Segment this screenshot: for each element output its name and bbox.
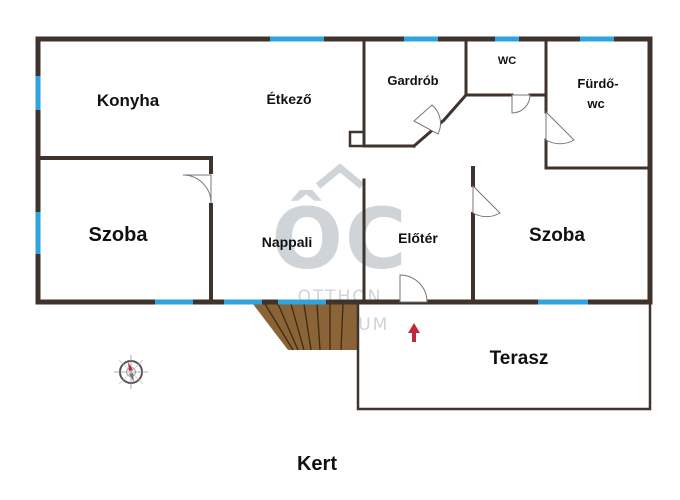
wall-gardrob [362,37,416,148]
compass-icon [114,355,148,389]
label-szoba-left: Szoba [89,224,149,246]
door-szoba-right [472,184,501,218]
label-kert: Kert [297,453,337,475]
stairs [253,303,358,351]
terrace-outline [356,300,652,411]
wall-szoba-left [36,156,213,174]
door-eloter [399,274,428,303]
label-eloter: Előtér [398,230,438,246]
entrance-arrow-icon [408,323,420,342]
label-etkezo: Étkező [266,91,311,107]
door-gardrob [413,104,441,135]
watermark-roof-icon [315,163,365,189]
label-furdo-line2: wc [586,96,604,111]
label-szoba-right: Szoba [529,225,585,246]
label-furdo-line1: Fürdő- [577,76,618,91]
wall-wc [464,37,514,97]
label-gardrob: Gardrób [387,73,438,88]
windows [35,36,614,305]
watermark-logo: ÔC [271,190,408,288]
wall-gardrob-diagonal [411,92,469,149]
label-terasz: Terasz [490,348,549,369]
chimney [348,130,366,148]
label-wc: WC [498,55,516,67]
door-szoba-left [182,174,212,204]
door-furdo [545,110,575,145]
doors [182,94,575,303]
outer-wall [35,36,653,305]
label-konyha: Konyha [97,91,160,110]
walls [35,36,653,411]
door-wc [511,94,531,114]
room-labels: Konyha Étkező Gardrób WC Fürdő- wc Szoba… [89,55,619,475]
label-nappali: Nappali [262,234,313,250]
